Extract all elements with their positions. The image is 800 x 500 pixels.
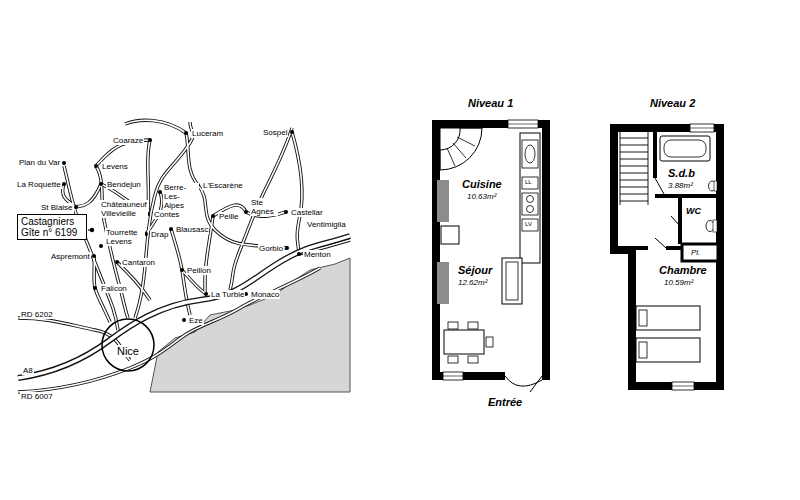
room-name: S.d.b: [668, 167, 695, 180]
place-name: Peillon: [186, 266, 212, 275]
sea: [150, 258, 350, 392]
appliance-code: LV: [525, 221, 532, 228]
motorway-outline: [18, 236, 350, 378]
place-name: Berre- Les-Alpes: [163, 183, 199, 210]
road-name: RD 6007: [20, 392, 54, 401]
place-name: Luceram: [191, 129, 224, 138]
place-name: L'Escarène: [202, 181, 244, 190]
place-name: Gorbio: [258, 244, 284, 253]
place-name: Châteauneuf Villevieille: [100, 200, 148, 218]
road-fill: [18, 120, 350, 392]
place-name: Menton: [303, 250, 332, 259]
motorway-fill: [18, 236, 350, 378]
place-name: St Blaise: [40, 203, 74, 212]
place-name: Eze: [188, 316, 204, 325]
room-name: Pl.: [691, 248, 700, 257]
place-name: Contes: [153, 210, 180, 219]
road-name: RD 6202: [20, 310, 54, 319]
place-name: Tourrette Levens: [105, 228, 145, 246]
place-name: Aspremont: [50, 252, 91, 261]
road-name: A8: [22, 366, 34, 375]
appliance-code: LL: [525, 179, 532, 186]
city-name: Nice: [115, 345, 141, 357]
place-name: La Roquette: [16, 180, 62, 189]
place-name: Monaco: [250, 290, 280, 299]
place-name: La Turbie: [210, 290, 245, 299]
location-name: Castagniers Gîte n° 6199: [21, 216, 83, 238]
place-name: Sospel: [262, 128, 288, 137]
room-name: Chambre: [659, 264, 707, 277]
place-name: Coaraze: [112, 136, 144, 145]
place-name: Plan du Var: [18, 158, 61, 167]
floor-plan-level-1: [432, 120, 550, 392]
place-name: Cantaron: [121, 258, 156, 267]
place-name: Levens: [101, 162, 129, 171]
level-heading: Niveau 1: [468, 97, 513, 110]
floor-plan-level-2: [614, 124, 720, 390]
place-name: Ste Agnès: [250, 198, 278, 216]
entrance-label: Entrée: [488, 396, 522, 409]
level-heading: Niveau 2: [650, 97, 695, 110]
room-name: Séjour: [458, 264, 492, 277]
city-circle-line: [102, 319, 154, 371]
city-circle: Nice: [101, 318, 155, 372]
room-area: 12.62m²: [458, 278, 487, 287]
location-box: Castagniers Gîte n° 6199: [17, 214, 87, 240]
road-outline: [18, 120, 350, 392]
place-name: Blausasc: [175, 225, 209, 234]
place-name: Peille: [218, 212, 240, 221]
room-name: Cuisine: [462, 178, 502, 191]
place-name: Castellar: [290, 208, 324, 217]
place-name: Drap: [150, 230, 169, 239]
place-name: Falicon: [100, 284, 128, 293]
room-area: 10.63m²: [467, 192, 496, 201]
place-name: Ventimiglia: [306, 220, 347, 229]
place-name: Bendejun: [106, 180, 142, 189]
leader-line: [88, 229, 91, 230]
room-area: 3.88m²: [668, 181, 693, 190]
room-area: 10.59m²: [664, 278, 693, 287]
room-name: WC: [686, 206, 701, 216]
village-dots: [62, 130, 301, 322]
